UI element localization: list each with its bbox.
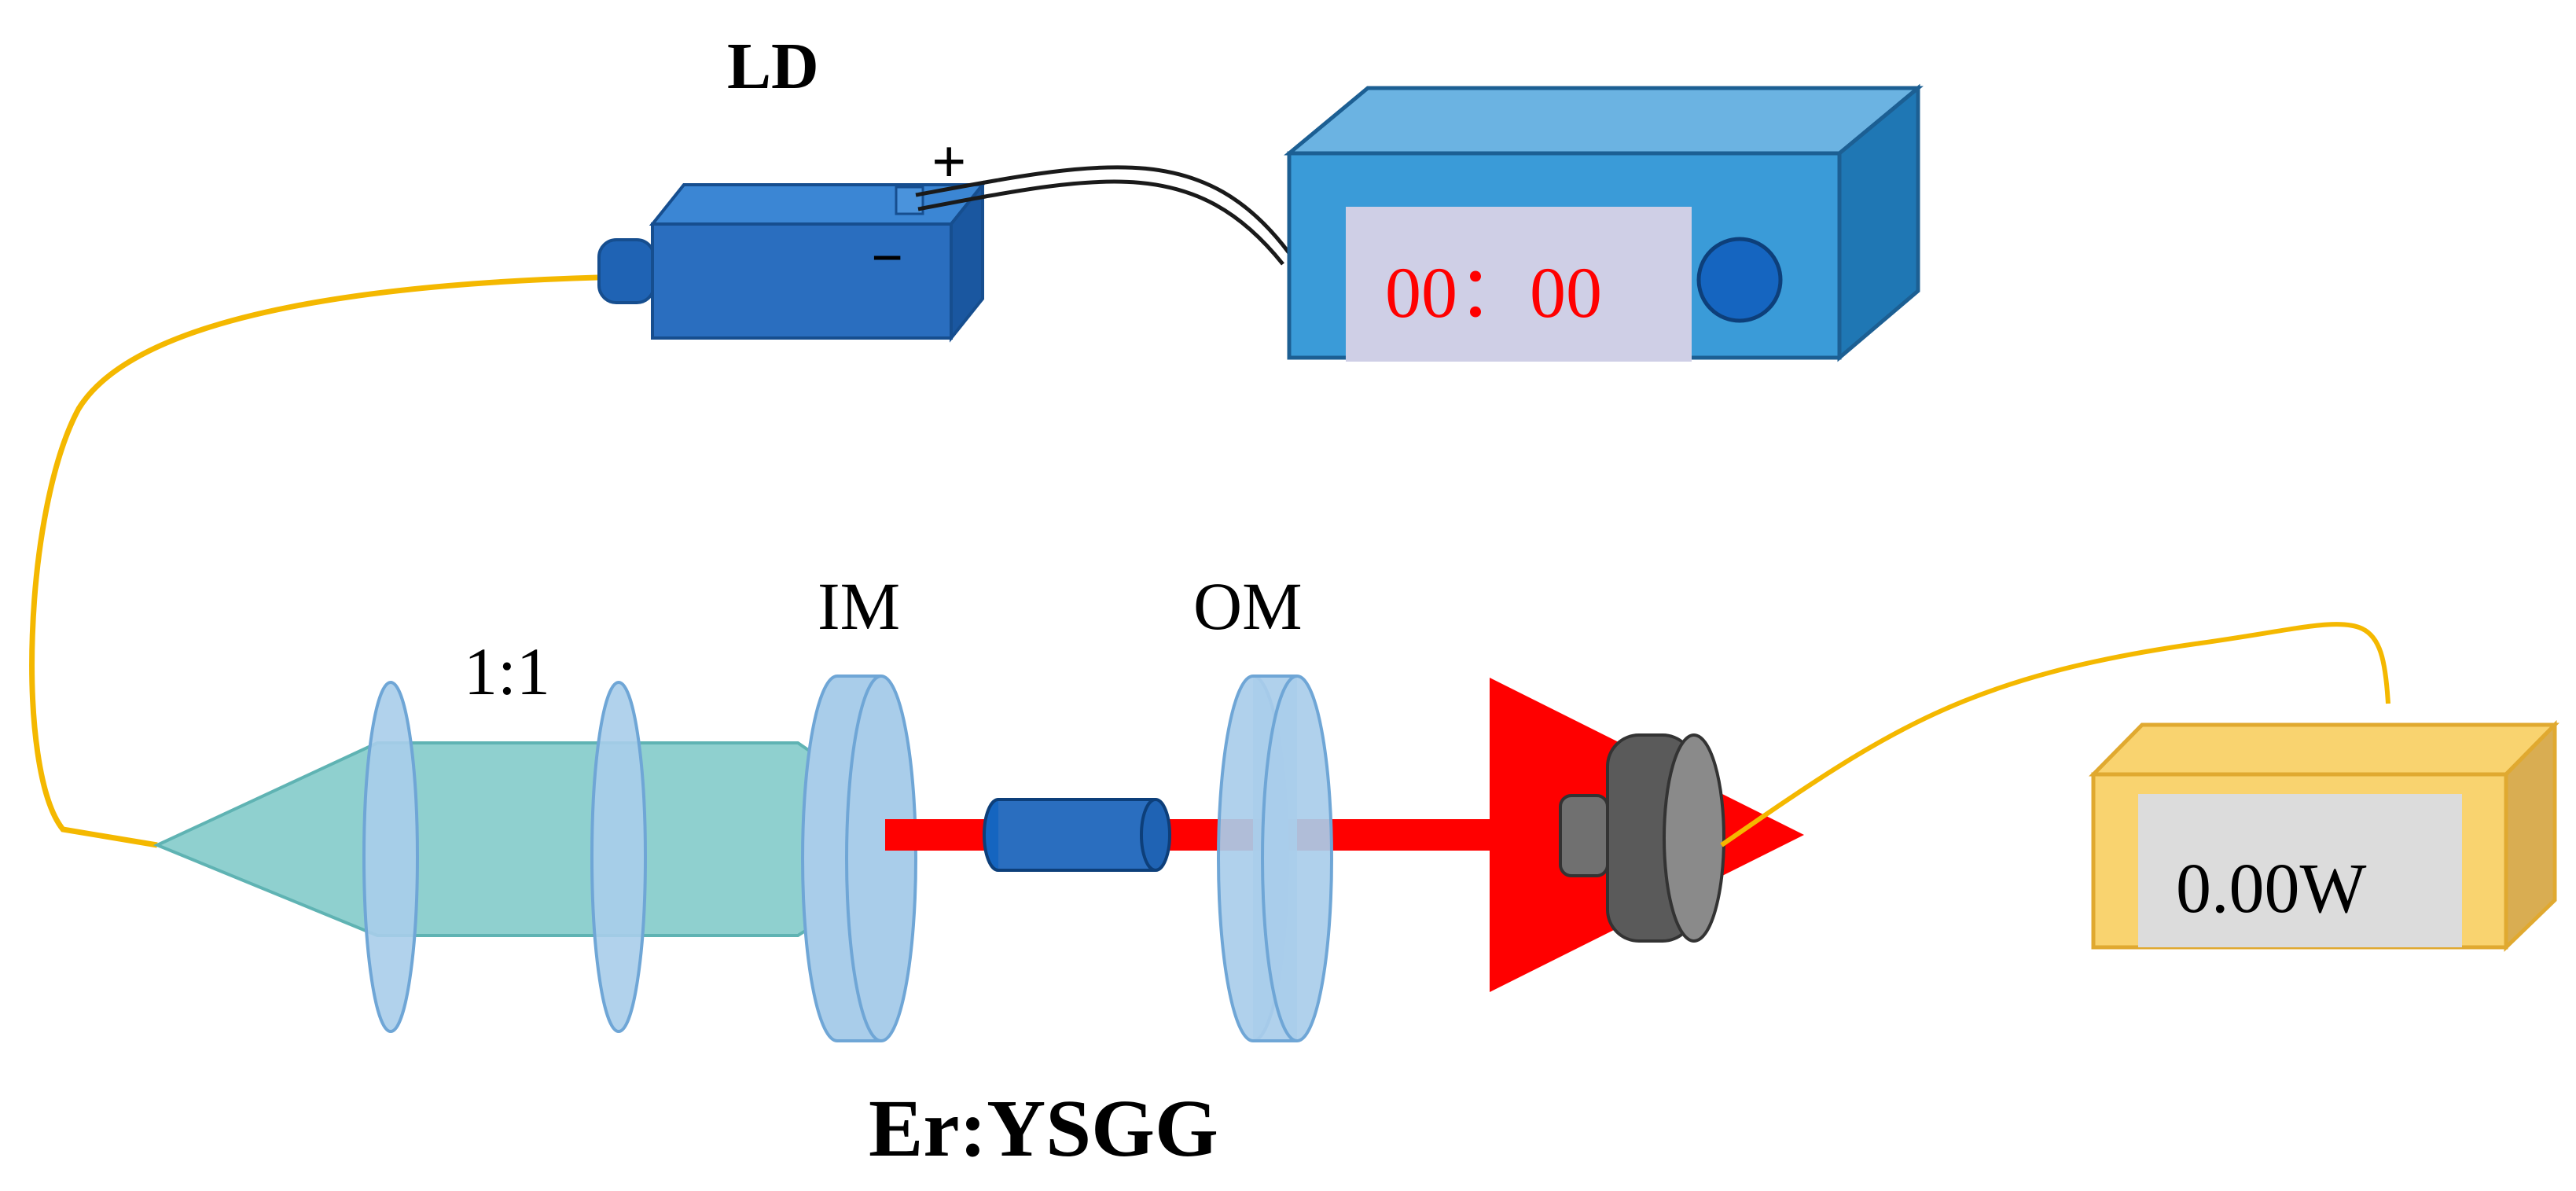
output-mirror <box>1217 675 1333 1042</box>
power-meter <box>2089 719 2559 952</box>
ld-connector <box>597 238 656 304</box>
minus-sign: − <box>871 226 903 289</box>
crystal-label: Er:YSGG <box>869 1083 1218 1174</box>
detector-cable <box>1720 622 2390 847</box>
driver-display <box>1346 207 1692 362</box>
input-mirror <box>801 675 917 1042</box>
er-ysgg-crystal <box>983 798 1171 872</box>
power-detector-head <box>1559 733 1725 943</box>
power-meter-display-text: 0.00W <box>2176 850 2367 928</box>
input-mirror-label: IM <box>818 568 900 644</box>
pump-fiber <box>29 274 598 848</box>
ld-label: LD <box>727 30 819 103</box>
lens-ratio-label: 1:1 <box>464 634 550 709</box>
coupling-lens-1 <box>362 681 419 1033</box>
ld-driver-box <box>1284 83 1924 362</box>
output-mirror-label: OM <box>1193 568 1303 644</box>
power-meter-display <box>2138 794 2462 947</box>
power-wire-1 <box>915 165 1292 255</box>
pump-beam-cone <box>153 741 886 937</box>
plus-sign: + <box>932 127 966 196</box>
driver-knob[interactable] <box>1696 237 1783 323</box>
coupling-lens-2 <box>590 681 647 1033</box>
laser-diode <box>597 180 987 343</box>
power-wire-2 <box>917 179 1284 266</box>
driver-display-text: 00：00 <box>1385 252 1602 333</box>
